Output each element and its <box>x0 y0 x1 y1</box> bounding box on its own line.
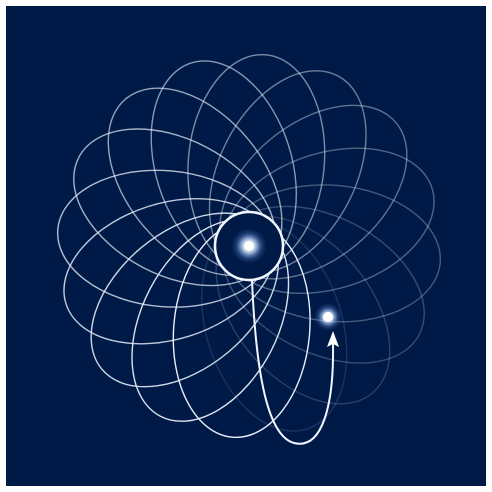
central-star-icon <box>244 241 254 251</box>
orbit-loop <box>58 178 311 421</box>
orbiting-body-icon <box>323 312 333 322</box>
orbit-loop <box>181 184 424 437</box>
orbiting-body <box>314 303 342 331</box>
diagram-canvas <box>6 6 486 486</box>
orbit-loop <box>74 55 317 308</box>
orbit-loop <box>187 71 440 314</box>
precessing-orbit-diagram <box>6 6 486 486</box>
central-body <box>215 212 283 280</box>
